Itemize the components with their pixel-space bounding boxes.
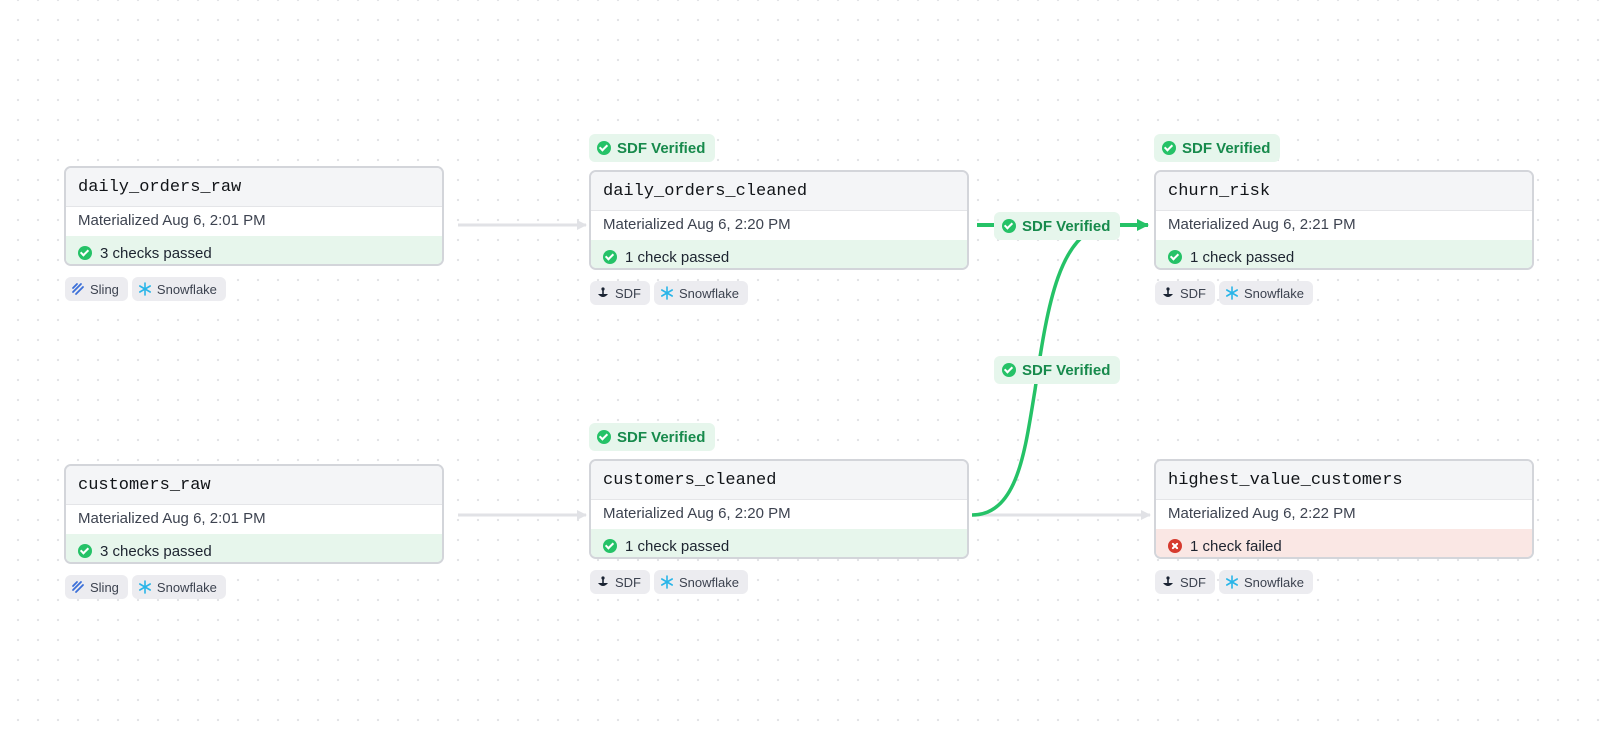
check-status-text: 1 check passed: [1190, 248, 1295, 266]
asset-node-customers-cleaned[interactable]: customers_cleaned Materialized Aug 6, 2:…: [589, 459, 969, 559]
tag-sdf[interactable]: SDF: [590, 281, 650, 305]
materialized-time: Materialized Aug 6, 2:22 PM: [1168, 505, 1356, 522]
node-tags: SDF Snowflake: [1155, 570, 1313, 594]
tag-snowflake[interactable]: Snowflake: [654, 281, 748, 305]
node-title: customers_cleaned: [591, 461, 967, 500]
tag-sdf[interactable]: SDF: [590, 570, 650, 594]
sling-icon: [72, 283, 84, 295]
edge-label-text: SDF Verified: [1022, 217, 1111, 235]
tag-sling[interactable]: Sling: [65, 575, 128, 599]
sdf-verified-badge: SDF Verified: [1154, 134, 1281, 162]
edge-customers-cleaned-to-churn-risk: [971, 223, 1106, 517]
check-circle-icon: [597, 141, 611, 155]
tag-label: Snowflake: [156, 281, 217, 297]
tag-label: Snowflake: [156, 579, 217, 595]
snowflake-icon: [661, 286, 673, 300]
sdf-icon: [1163, 287, 1173, 297]
sdf-icon: [1163, 576, 1173, 586]
check-status[interactable]: 1 check failed: [1156, 529, 1532, 557]
sling-icon: [72, 581, 84, 593]
check-circle-icon: [603, 539, 617, 553]
check-circle-icon: [1162, 141, 1176, 155]
check-circle-icon: [597, 430, 611, 444]
materialized-time: Materialized Aug 6, 2:20 PM: [603, 216, 791, 233]
badge-text: SDF Verified: [617, 428, 706, 446]
tag-label: Snowflake: [679, 574, 739, 590]
edge-label-text: SDF Verified: [1022, 361, 1111, 379]
snowflake-icon: [1226, 286, 1238, 300]
check-status-text: 3 checks passed: [100, 244, 212, 262]
check-status[interactable]: 1 check passed: [591, 529, 967, 557]
node-title: customers_raw: [66, 466, 442, 505]
tag-sling[interactable]: Sling: [65, 277, 128, 301]
materialized-time: Materialized Aug 6, 2:20 PM: [603, 505, 791, 522]
check-status-text: 1 check failed: [1190, 537, 1282, 555]
node-tags: SDF Snowflake: [590, 281, 748, 305]
check-status-text: 1 check passed: [625, 537, 730, 555]
node-title: daily_orders_raw: [66, 168, 442, 207]
tag-snowflake[interactable]: Snowflake: [654, 570, 748, 594]
asset-node-highest-value-customers[interactable]: highest_value_customers Materialized Aug…: [1154, 459, 1534, 559]
asset-node-daily-orders-raw[interactable]: daily_orders_raw Materialized Aug 6, 2:0…: [64, 166, 444, 266]
materialized-time: Materialized Aug 6, 2:21 PM: [1168, 216, 1356, 233]
check-status[interactable]: 1 check passed: [591, 240, 967, 268]
tag-snowflake[interactable]: Snowflake: [1219, 570, 1313, 594]
tag-label: Snowflake: [1244, 574, 1304, 590]
asset-node-daily-orders-cleaned[interactable]: daily_orders_cleaned Materialized Aug 6,…: [589, 170, 969, 270]
tag-label: Snowflake: [1244, 285, 1304, 301]
node-tags: SDF Snowflake: [1155, 281, 1313, 305]
tag-snowflake[interactable]: Snowflake: [1219, 281, 1313, 305]
tag-label: SDF: [615, 285, 641, 301]
sdf-verified-badge: SDF Verified: [589, 423, 716, 451]
snowflake-icon: [1226, 575, 1238, 589]
materialized-time: Materialized Aug 6, 2:01 PM: [78, 212, 266, 229]
materialized-time: Materialized Aug 6, 2:01 PM: [78, 510, 266, 527]
sdf-icon: [598, 287, 608, 297]
check-status[interactable]: 3 checks passed: [66, 236, 442, 264]
check-circle-icon: [603, 250, 617, 264]
check-status[interactable]: 1 check passed: [1156, 240, 1532, 268]
check-status[interactable]: 3 checks passed: [66, 534, 442, 562]
x-circle-icon: [1168, 539, 1182, 553]
node-tags: Sling Snowflake: [65, 277, 226, 301]
tag-label: Snowflake: [679, 285, 739, 301]
node-tags: Sling Snowflake: [65, 575, 226, 599]
node-title: daily_orders_cleaned: [591, 172, 967, 211]
tag-snowflake[interactable]: Snowflake: [131, 277, 226, 301]
tag-snowflake[interactable]: Snowflake: [131, 575, 226, 599]
asset-node-churn-risk[interactable]: churn_risk Materialized Aug 6, 2:21 PM 1…: [1154, 170, 1534, 270]
tag-label: SDF: [1180, 285, 1206, 301]
sdf-verified-badge: SDF Verified: [589, 134, 716, 162]
sdf-icon: [598, 576, 608, 586]
check-status-text: 1 check passed: [625, 248, 730, 266]
edge-label-customers-to-churn: SDF Verified: [994, 356, 1121, 384]
check-circle-icon: [78, 246, 92, 260]
tag-label: SDF: [615, 574, 641, 590]
tag-label: SDF: [1180, 574, 1206, 590]
node-title: churn_risk: [1156, 172, 1532, 211]
tag-sdf[interactable]: SDF: [1155, 570, 1215, 594]
check-circle-icon: [1002, 219, 1016, 233]
snowflake-icon: [138, 282, 151, 296]
tag-sdf[interactable]: SDF: [1155, 281, 1215, 305]
check-status-text: 3 checks passed: [100, 542, 212, 560]
check-circle-icon: [78, 544, 92, 558]
badge-text: SDF Verified: [1182, 139, 1271, 157]
snowflake-icon: [661, 575, 673, 589]
tag-label: Sling: [90, 579, 119, 595]
badge-text: SDF Verified: [617, 139, 706, 157]
check-circle-icon: [1002, 363, 1016, 377]
node-title: highest_value_customers: [1156, 461, 1532, 500]
tag-label: Sling: [90, 281, 119, 297]
node-tags: SDF Snowflake: [590, 570, 748, 594]
snowflake-icon: [138, 580, 151, 594]
asset-node-customers-raw[interactable]: customers_raw Materialized Aug 6, 2:01 P…: [64, 464, 444, 564]
edge-label-orders-to-churn: SDF Verified: [994, 212, 1121, 240]
check-circle-icon: [1168, 250, 1182, 264]
